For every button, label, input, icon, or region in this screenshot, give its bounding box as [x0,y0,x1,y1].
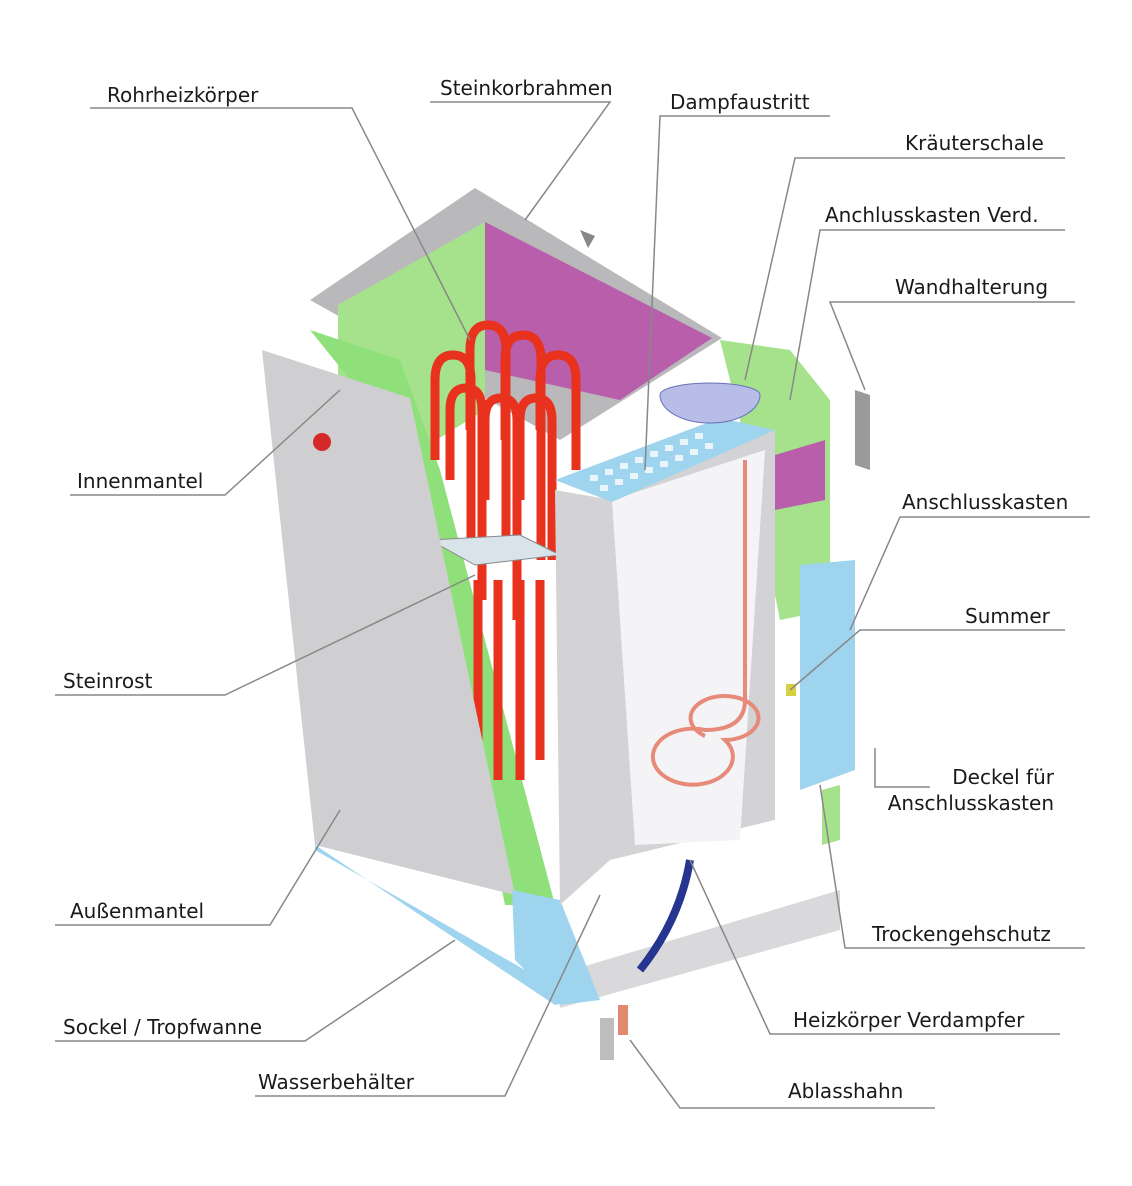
label-wasserbehaelter: Wasserbehälter [258,1070,414,1094]
blue-hose [636,859,694,973]
label-deckel-line1: Deckel für [952,765,1054,789]
label-heizkoerper-verdampfer: Heizkörper Verdampfer [793,1008,1025,1032]
label-sockel: Sockel / Tropfwanne [63,1015,263,1039]
label-rohrheizkoerper: Rohrheizkörper [107,83,259,107]
stone-basket-back-magenta [485,222,712,400]
label-summer: Summer [965,604,1050,628]
evaporator-heater-coil [650,460,761,787]
label-ablasshahn: Ablasshahn [788,1079,904,1103]
label-steinkorbrahmen: Steinkorbrahmen [440,76,613,100]
label-anschlusskasten: Anschlusskasten [902,490,1069,514]
steam-outlet-holes [590,433,713,491]
label-anschlusskasten-verd: Anchlusskasten Verd. [825,203,1039,227]
herb-bowl [659,382,761,424]
front-column-inner [612,450,765,845]
label-wandhalterung: Wandhalterung [895,275,1049,299]
evaporator-box-magenta [775,440,825,510]
label-kraeuterschale: Kräuterschale [905,131,1044,155]
drain-pipe [618,1005,628,1035]
base-gray [555,890,840,1008]
steam-outlet-grate [555,418,775,502]
connection-box [800,560,855,790]
wall-bracket [855,390,870,470]
leader-lines [55,101,1090,1109]
top-hook [580,230,595,248]
label-steinrost: Steinrost [63,669,153,693]
water-tank-light-blue [512,890,600,1005]
label-dampfaustritt: Dampfaustritt [670,90,810,114]
indicator-light [313,433,331,451]
outer-mantle-panel [262,350,515,895]
label-innenmantel: Innenmantel [77,469,204,493]
label-deckel-line2: Anschlusskasten [887,791,1054,815]
tube-heater-coils [430,320,581,780]
label-aussenmantel: Außenmantel [70,899,205,923]
drain-tap [600,1018,614,1060]
label-trockengehschutz: Trockengehschutz [872,922,1051,946]
